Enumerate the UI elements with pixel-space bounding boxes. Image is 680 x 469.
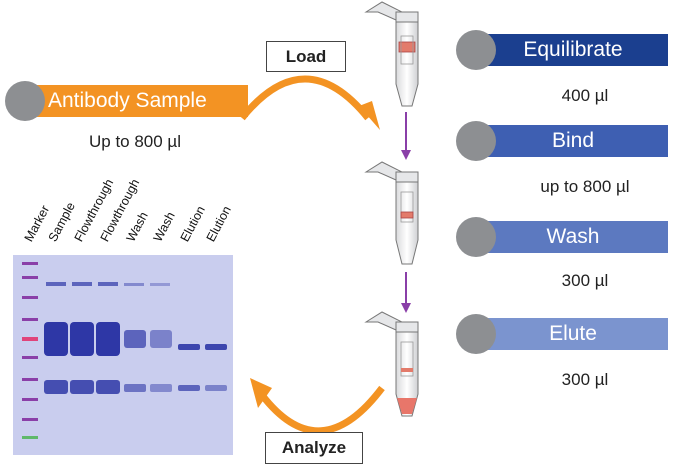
antibody-sample-label: Antibody Sample (48, 89, 207, 112)
analyze-box: Analyze (265, 432, 363, 464)
antibody-sample-volume: Up to 800 µl (88, 132, 181, 151)
load-arrow (239, 75, 371, 121)
analyze-label: Analyze (281, 438, 347, 457)
analyze-arrowhead (250, 378, 272, 408)
antibody-sample-circle (5, 81, 45, 121)
step-equilibrate-volume: 400 µl (561, 86, 609, 105)
step-bind-pill: Bind (478, 125, 668, 157)
step-elute-circle (456, 314, 496, 354)
step-bind-circle (456, 121, 496, 161)
load-box: Load (266, 41, 346, 72)
step-equilibrate-circle (456, 30, 496, 70)
step-bind-volume: up to 800 µl (540, 177, 630, 196)
step-elute-label: Elute (549, 322, 597, 345)
load-label: Load (285, 46, 327, 66)
spin-column-tube-1 (364, 1, 419, 107)
step-elute-pill: Elute (478, 318, 668, 350)
step-elute-volume: 300 µl (561, 370, 609, 389)
step-equilibrate-pill: Equilibrate (478, 34, 668, 66)
load-arrowhead (359, 101, 380, 130)
step-equilibrate-label: Equilibrate (523, 38, 623, 61)
step-wash-label: Wash (546, 225, 600, 248)
spin-column-tube-3 (364, 311, 419, 417)
sds-page-gel (13, 255, 233, 455)
analyze-arrow (259, 385, 385, 435)
step-wash-pill: Wash (478, 221, 668, 253)
antibody-sample-pill: Antibody Sample (28, 85, 248, 117)
step-bind-label: Bind (551, 129, 595, 152)
spin-column-tube-2 (364, 161, 419, 265)
step-wash-volume: 300 µl (561, 271, 609, 290)
step-wash-circle (456, 217, 496, 257)
